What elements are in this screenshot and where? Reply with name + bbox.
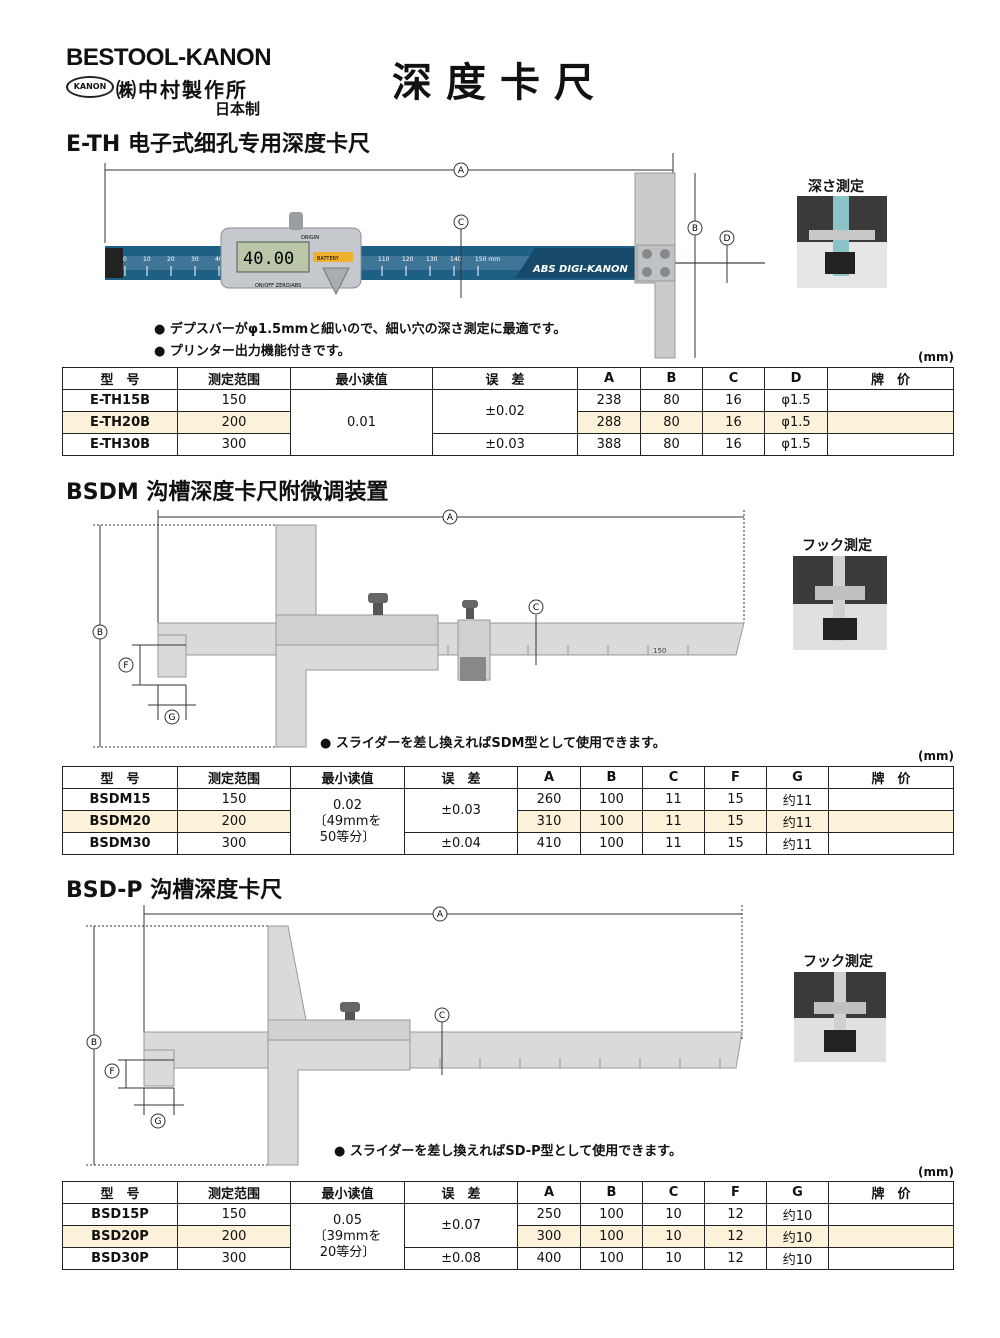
eth-drawing: A 0 10 20 30 40 110 120 130 140 150 mm A…	[104, 153, 765, 359]
svg-text:C: C	[458, 218, 464, 228]
kanon-badge: KANON	[66, 76, 114, 98]
svg-text:150 mm: 150 mm	[475, 256, 500, 263]
inset-label-hook-2: フック測定	[803, 954, 873, 970]
bsdp-drawing: A B C F G	[86, 905, 743, 1166]
svg-text:A: A	[447, 513, 454, 523]
inset-label-depth: 深さ測定	[808, 179, 864, 195]
svg-text:ORIGIN: ORIGIN	[301, 235, 319, 241]
svg-text:ON/OFF ZERO/ABS: ON/OFF ZERO/ABS	[255, 283, 301, 289]
svg-text:F: F	[123, 661, 128, 671]
resolution-value: 0.02	[333, 797, 362, 813]
svg-text:BATTERY: BATTERY	[317, 256, 340, 262]
inset-photo-hook-1	[793, 556, 887, 650]
eth-note-2: ● プリンター出力機能付きです。	[154, 344, 351, 359]
svg-text:130: 130	[426, 256, 438, 263]
unit-label-bsdm: (mm)	[918, 749, 954, 763]
bsdp-note-1: ● スライダーを差し換えればSD-P型として使用できます。	[334, 1144, 682, 1159]
section-title-bsdm: BSDM 沟槽深度卡尺附微调装置	[66, 480, 389, 505]
brand-logo: BESTOOL-KANON	[66, 44, 272, 71]
svg-text:C: C	[533, 603, 539, 613]
svg-text:120: 120	[402, 256, 414, 263]
svg-text:140: 140	[450, 256, 462, 263]
svg-text:10: 10	[143, 256, 151, 263]
inset-photo-depth	[797, 196, 887, 288]
svg-text:G: G	[155, 1117, 162, 1127]
inset-photo-hook-2	[794, 972, 886, 1062]
made-in: 日本制	[215, 100, 261, 118]
resolution-value: 0.05	[333, 1212, 362, 1228]
svg-text:30: 30	[191, 256, 199, 263]
svg-text:110: 110	[378, 256, 390, 263]
company-name: ㈱中村製作所	[116, 78, 248, 102]
lcd-display: 40.00	[243, 249, 294, 269]
dim-a-label: A	[458, 166, 465, 176]
bsdm-drawing: A B 150 C F G	[92, 509, 745, 748]
svg-text:A: A	[437, 910, 444, 920]
section-title-eth: E-TH 电子式细孔专用深度卡尺	[66, 132, 371, 157]
svg-text:0: 0	[123, 256, 127, 263]
bsdm-note-1: ● スライダーを差し換えればSDM型として使用できます。	[320, 736, 666, 751]
svg-text:40: 40	[215, 256, 223, 263]
section-title-bsdp: BSD-P 沟槽深度卡尺	[66, 878, 283, 903]
inset-label-hook-1: フック測定	[802, 538, 872, 554]
eth-note-1: ● デプスバーがφ1.5mmと細いので、細い穴の深さ測定に最適です。	[154, 322, 567, 337]
svg-text:B: B	[97, 628, 103, 638]
svg-text:C: C	[439, 1011, 445, 1021]
unit-label-eth: (mm)	[918, 350, 954, 364]
abs-brand: ABS DIGI-KANON	[532, 264, 629, 275]
svg-text:F: F	[109, 1067, 114, 1077]
svg-text:B: B	[91, 1038, 97, 1048]
svg-text:20: 20	[167, 256, 175, 263]
svg-text:G: G	[169, 713, 176, 723]
page-title: 深度卡尺	[392, 60, 608, 106]
svg-text:D: D	[724, 234, 731, 244]
svg-text:150: 150	[653, 647, 666, 655]
unit-label-bsdp: (mm)	[918, 1165, 954, 1179]
svg-text:B: B	[692, 224, 698, 234]
